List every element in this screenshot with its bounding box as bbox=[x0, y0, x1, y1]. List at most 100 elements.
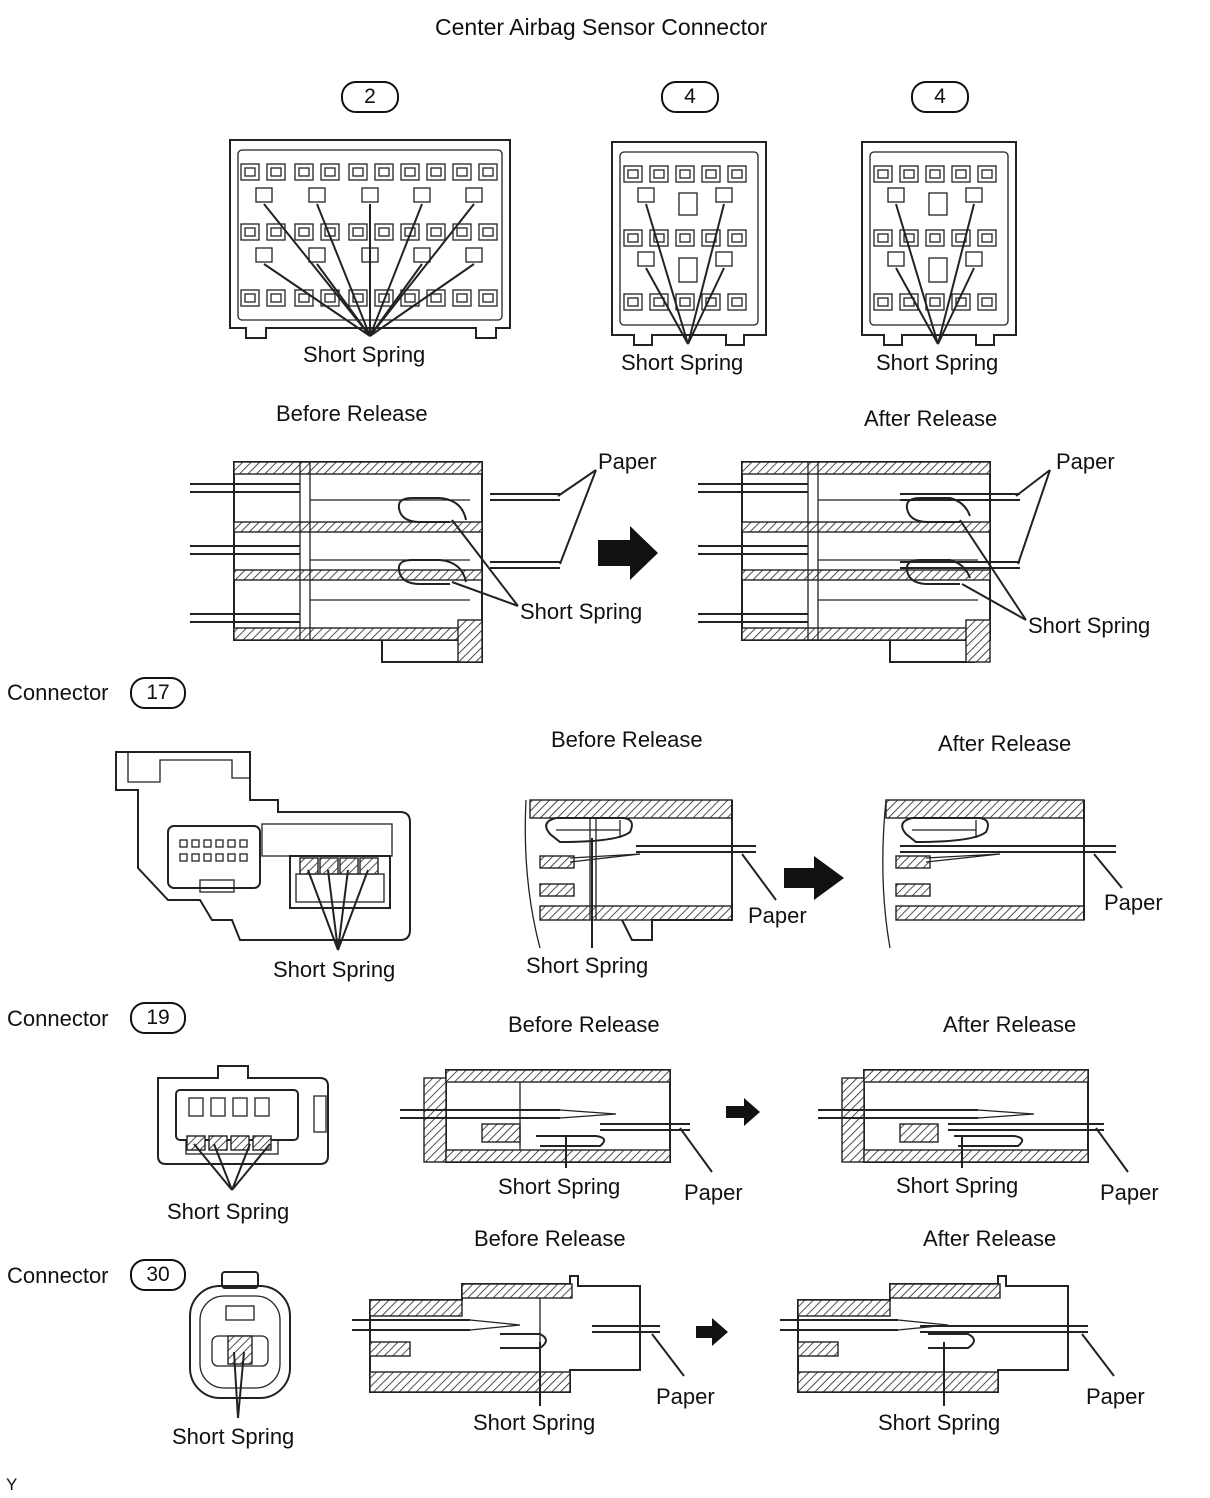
terminal-cell bbox=[266, 289, 286, 307]
page-title: Center Airbag Sensor Connector bbox=[435, 14, 768, 40]
terminal-cell bbox=[239, 839, 248, 848]
c30-before-section bbox=[352, 1275, 660, 1393]
terminal-cell bbox=[191, 853, 200, 862]
center-before-section bbox=[190, 461, 560, 663]
spring-tab bbox=[965, 251, 983, 267]
leader-line bbox=[937, 267, 975, 345]
connector-badge-2: 2 bbox=[341, 81, 399, 113]
short-spring-label-c30-before: Short Spring bbox=[473, 1410, 596, 1435]
leader-line bbox=[937, 203, 975, 345]
spring-tab bbox=[637, 251, 655, 267]
leader-line bbox=[895, 267, 939, 345]
spring-tab bbox=[308, 187, 326, 203]
c19-after-section bbox=[818, 1069, 1104, 1163]
leader-line bbox=[369, 203, 475, 337]
c30-after-section bbox=[780, 1275, 1088, 1393]
terminal-cell bbox=[452, 289, 472, 307]
c30-after-paper-leader bbox=[1081, 1333, 1115, 1377]
paper-label-c30-before: Paper bbox=[656, 1384, 715, 1409]
before-release-label-c30: Before Release bbox=[474, 1226, 626, 1251]
terminal-cell bbox=[400, 163, 420, 181]
terminal-cell bbox=[727, 165, 747, 183]
connector-badge-4b: 4 bbox=[911, 81, 969, 113]
terminal-cell bbox=[623, 293, 643, 311]
leader-line bbox=[645, 203, 689, 345]
terminal-cell bbox=[452, 163, 472, 181]
paper-label-c30-after: Paper bbox=[1086, 1384, 1145, 1409]
paper-leader-after bbox=[1015, 469, 1051, 565]
terminal-cell bbox=[240, 163, 260, 181]
spring-tab bbox=[965, 187, 983, 203]
terminal-cell bbox=[348, 163, 368, 181]
terminal-cell bbox=[215, 839, 224, 848]
short-spring-leader-lines-top bbox=[263, 203, 975, 345]
terminal-cell bbox=[727, 229, 747, 247]
spring-tab bbox=[413, 247, 431, 263]
short-spring-label-c19: Short Spring bbox=[167, 1199, 290, 1224]
spring-tab bbox=[715, 187, 733, 203]
arrow-c19 bbox=[726, 1098, 760, 1126]
terminal-cell bbox=[210, 1097, 226, 1117]
connector-4a-pins bbox=[623, 165, 747, 311]
terminal-cell bbox=[977, 293, 997, 311]
terminal-cell bbox=[925, 293, 945, 311]
spring-tab bbox=[361, 187, 379, 203]
spring-tab bbox=[186, 1135, 206, 1151]
terminal-cell bbox=[240, 289, 260, 307]
short-spring-label-center-before: Short Spring bbox=[520, 599, 643, 624]
terminal-cell bbox=[179, 839, 188, 848]
terminal-cell bbox=[925, 229, 945, 247]
paper-leader-before bbox=[557, 469, 597, 565]
terminal-cell bbox=[294, 223, 314, 241]
spring-tab bbox=[887, 251, 905, 267]
connector-4b-pins bbox=[873, 165, 997, 311]
paper-label-c19-after: Paper bbox=[1100, 1180, 1159, 1205]
terminal-cell bbox=[675, 229, 695, 247]
connector-badge-4a: 4 bbox=[661, 81, 719, 113]
leader-line bbox=[687, 267, 725, 345]
terminal-cell bbox=[977, 165, 997, 183]
before-release-label-center: Before Release bbox=[276, 401, 428, 426]
connector-4a-face bbox=[611, 141, 767, 346]
c17-before-section bbox=[524, 799, 756, 949]
terminal-cell bbox=[727, 293, 747, 311]
short-spring-label-c30: Short Spring bbox=[172, 1424, 295, 1449]
short-spring-label-c17: Short Spring bbox=[273, 957, 396, 982]
terminal-cell bbox=[254, 1097, 270, 1117]
spring-tab bbox=[255, 247, 273, 263]
c17-after-paper-leader bbox=[1093, 853, 1123, 889]
connector-badge-19: 19 bbox=[130, 1002, 186, 1034]
connector-label-17: Connector bbox=[7, 680, 109, 705]
leader-line bbox=[687, 203, 725, 345]
leader-line bbox=[316, 203, 371, 337]
spring-tab bbox=[208, 1135, 228, 1151]
short-spring-label-c2: Short Spring bbox=[303, 342, 426, 367]
terminal-cell bbox=[232, 1097, 248, 1117]
terminal-cell bbox=[426, 163, 446, 181]
terminal-cell bbox=[188, 1097, 204, 1117]
leader-line bbox=[369, 203, 423, 337]
paper-label-c19-before: Paper bbox=[684, 1180, 743, 1205]
terminal-cell bbox=[320, 163, 340, 181]
after-release-label-c30: After Release bbox=[923, 1226, 1057, 1251]
paper-label-center-before: Paper bbox=[598, 449, 657, 474]
c19-before-paper-leader bbox=[679, 1127, 713, 1173]
short-spring-label-c17-before: Short Spring bbox=[526, 953, 649, 978]
leader-line bbox=[895, 203, 939, 345]
spring-tab bbox=[255, 187, 273, 203]
after-release-label-center: After Release bbox=[864, 406, 998, 431]
footer-mark: Y bbox=[6, 1475, 18, 1494]
terminal-cell bbox=[227, 853, 236, 862]
terminal-cell bbox=[873, 293, 893, 311]
leader-line bbox=[645, 267, 689, 345]
terminal-cell bbox=[240, 223, 260, 241]
c17-after-section bbox=[882, 799, 1116, 949]
spring-tab bbox=[465, 247, 483, 263]
connector-4b-face bbox=[861, 141, 1017, 346]
connector-19-leader bbox=[193, 1143, 271, 1191]
arrow-center-row bbox=[598, 526, 658, 580]
terminal-cell bbox=[227, 839, 236, 848]
paper-label-c17-before: Paper bbox=[748, 903, 807, 928]
short-spring-label-c30-after: Short Spring bbox=[878, 1410, 1001, 1435]
